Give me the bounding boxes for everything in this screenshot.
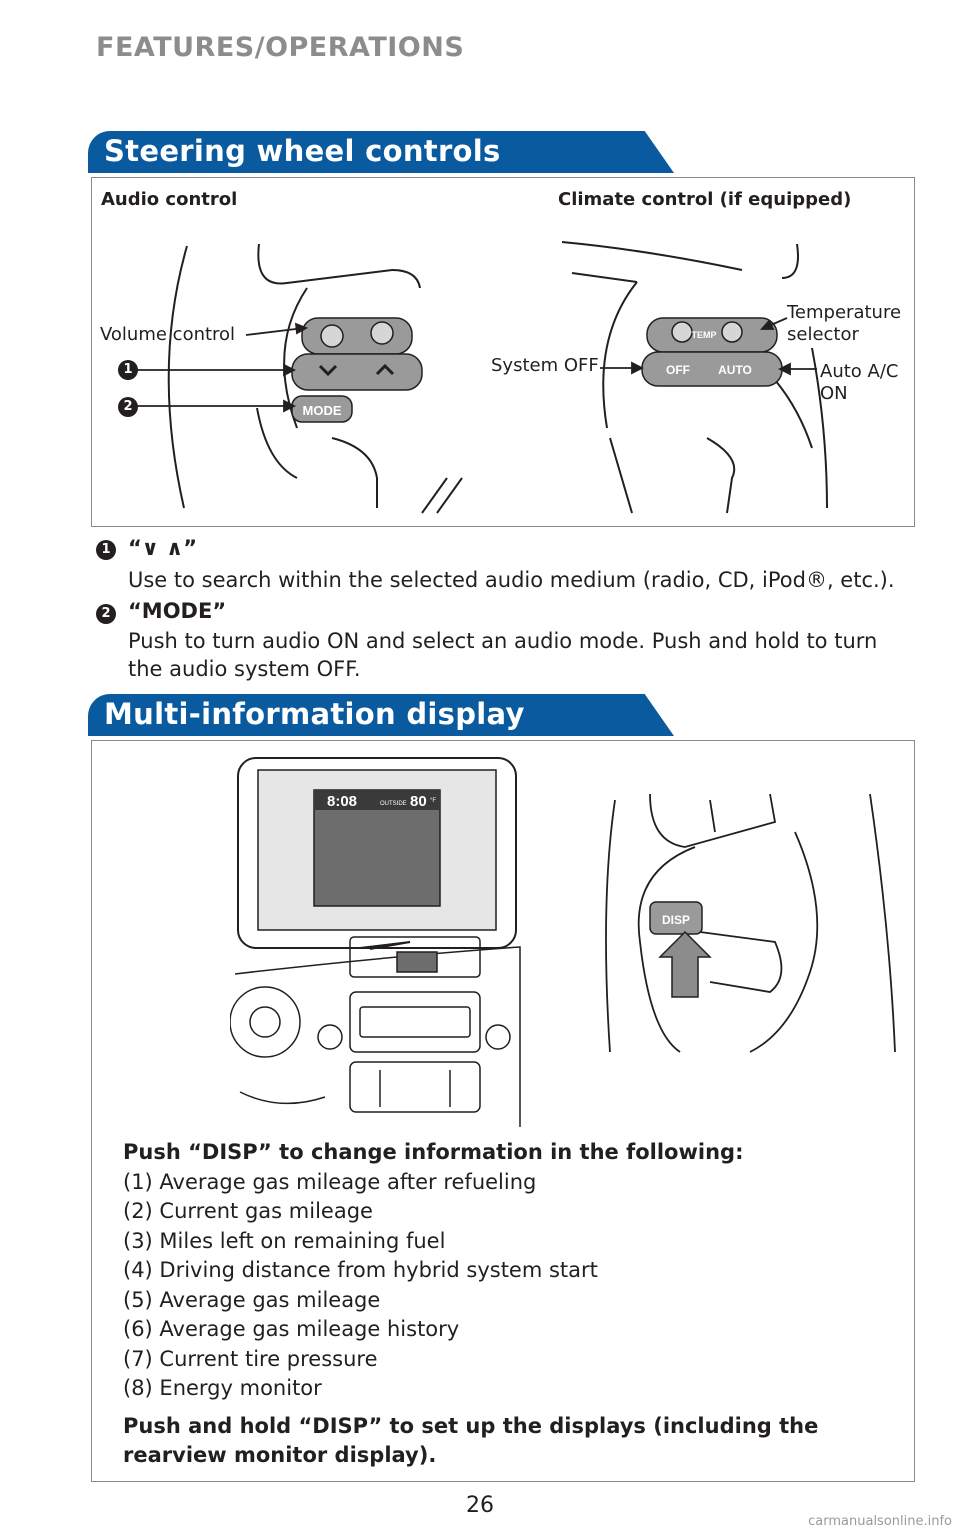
item-1-marker: 1 <box>96 540 116 560</box>
volume-control-label: Volume control <box>100 324 236 345</box>
list-item: (5) Average gas mileage <box>123 1287 381 1312</box>
press-arrow-icon <box>658 930 712 998</box>
list-item: (1) Average gas mileage after refueling <box>123 1169 537 1194</box>
marker-1: 1 <box>118 360 138 380</box>
item-1-text: Use to search within the selected audio … <box>128 568 895 592</box>
section-title-text: Multi-information display <box>104 697 525 731</box>
item-1-title: “∨ ∧” <box>128 536 198 560</box>
disp-items: (1) Average gas mileage after refueling … <box>123 1168 883 1404</box>
auto-ac-label: Auto A/C ON <box>820 361 898 405</box>
auto-label-line1: Auto A/C <box>820 361 899 382</box>
list-item: (8) Energy monitor <box>123 1376 322 1400</box>
temp-button-label: TEMP <box>691 330 716 340</box>
disp-button-label: DISP <box>662 913 690 927</box>
list-item: (3) Miles left on remaining fuel <box>123 1228 446 1253</box>
disp-intro: Push “DISP” to change information in the… <box>123 1140 744 1164</box>
item-2-title: “MODE” <box>128 599 227 623</box>
list-item: (4) Driving distance from hybrid system … <box>123 1258 598 1282</box>
section-title-multi-info: Multi-information display <box>88 694 674 736</box>
temperature-selector-label: Temperature selector <box>787 302 901 346</box>
temperature-label-line2: selector <box>787 324 859 345</box>
disp-footer-line1: Push and hold “DISP” to set up the displ… <box>123 1413 819 1438</box>
auto-button-label: AUTO <box>718 363 752 377</box>
system-off-label: System OFF <box>491 355 599 376</box>
audio-control-heading: Audio control <box>101 189 238 210</box>
temperature-label-line1: Temperature <box>787 302 902 323</box>
list-item: (2) Current gas mileage <box>123 1199 373 1223</box>
section-title-steering: Steering wheel controls <box>88 131 674 173</box>
page-header: FEATURES/OPERATIONS <box>96 32 465 63</box>
display-unit: °F <box>430 798 436 804</box>
list-item: (7) Current tire pressure <box>123 1346 378 1371</box>
list-item: (6) Average gas mileage history <box>123 1317 460 1341</box>
item-2-text-line1: Push to turn audio ON and select an audi… <box>128 629 878 653</box>
display-time: 8:08 <box>327 793 357 810</box>
marker-2: 2 <box>118 397 138 417</box>
off-button-label: OFF <box>666 363 690 377</box>
display-temp: 80 <box>410 793 427 810</box>
page-number: 26 <box>466 1493 494 1518</box>
item-2-marker: 2 <box>96 604 116 624</box>
mode-button-label: MODE <box>303 403 342 418</box>
disp-info-list: Push “DISP” to change information in the… <box>123 1138 883 1471</box>
climate-control-heading: Climate control (if equipped) <box>558 189 852 210</box>
watermark: carmanualsonline.info <box>808 1514 952 1529</box>
steering-illustration-box <box>91 177 915 527</box>
auto-label-line2: ON <box>820 383 848 404</box>
steering-wheel-illustration: MODE TEMP OFF AUTO <box>132 241 828 514</box>
dashboard-illustration: 8:08 OUTSIDE 80 °F DISP <box>230 757 896 1127</box>
section-title-text: Steering wheel controls <box>104 134 501 168</box>
disp-footer-line2: rearview monitor display). <box>123 1443 437 1467</box>
display-outside-label: OUTSIDE <box>380 801 407 807</box>
item-2-text-line2: the audio system OFF. <box>128 657 361 681</box>
